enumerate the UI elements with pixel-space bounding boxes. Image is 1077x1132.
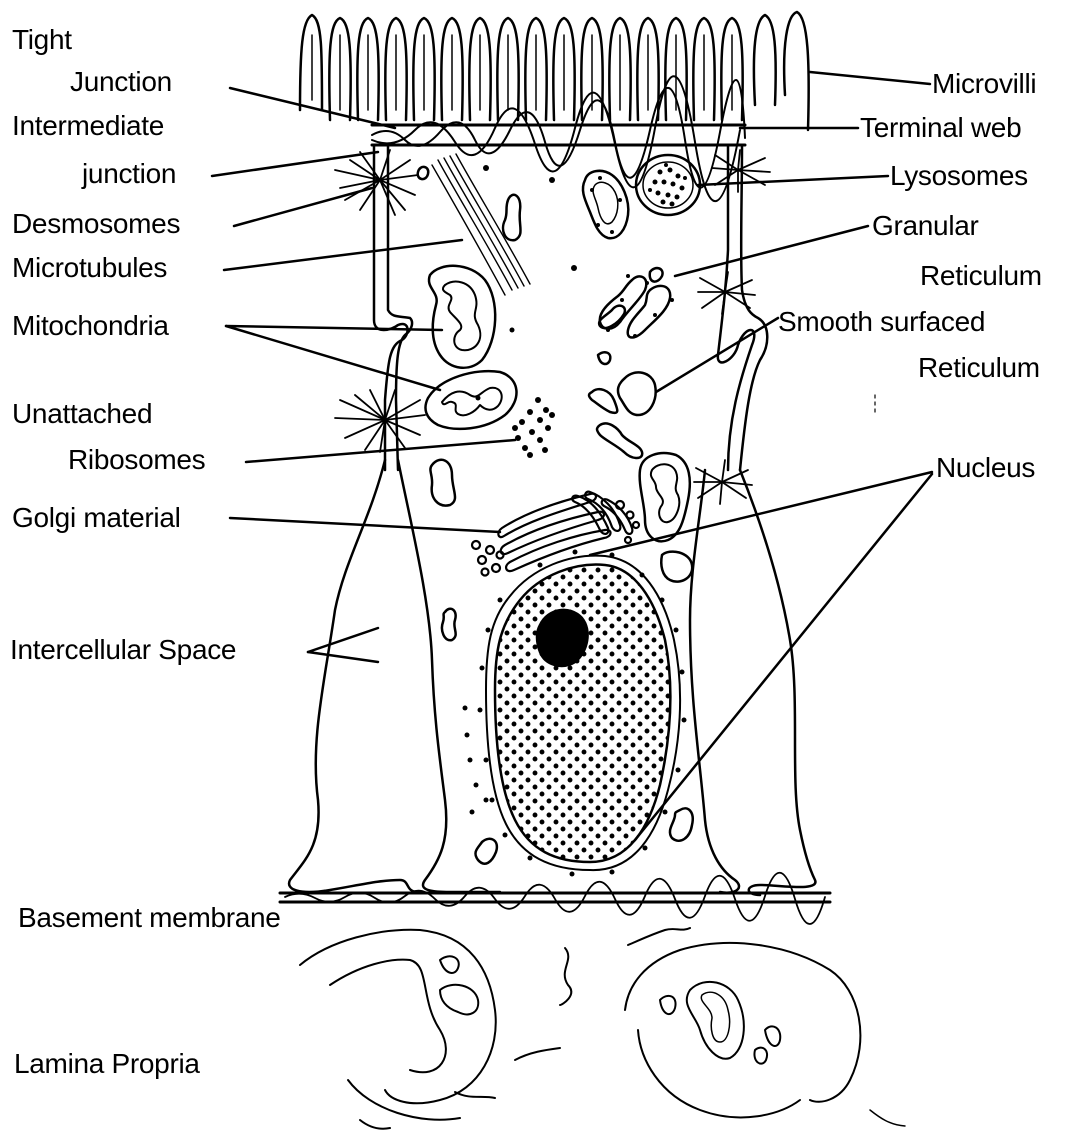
- leader-mitochondria-b: [226, 326, 440, 390]
- smooth-reticulum: [589, 352, 656, 458]
- leader-intercellular-a: [308, 628, 378, 652]
- label-microvilli: Microvilli: [932, 68, 1036, 100]
- label-nucleus: Nucleus: [936, 452, 1035, 484]
- leader-desmosomes: [234, 188, 372, 226]
- label-basement-membrane: Basement membrane: [18, 902, 281, 934]
- granular-reticulum: [599, 268, 674, 338]
- mitochondrion-lower: [425, 371, 516, 429]
- label-smooth-reticulum-line2: Reticulum: [918, 352, 1040, 384]
- label-tight-junction-line1: Tight: [12, 24, 72, 56]
- label-lamina-propria: Lamina Propria: [14, 1048, 200, 1080]
- desmosome-tufts: [335, 150, 770, 504]
- label-mitochondria: Mitochondria: [12, 310, 169, 342]
- microvilli-row: [300, 12, 809, 130]
- leader-intercellular-b: [308, 652, 378, 662]
- label-granular-reticulum-line2: Reticulum: [920, 260, 1042, 292]
- leader-smooth-reticulum: [656, 318, 778, 392]
- label-microtubules: Microtubules: [12, 252, 167, 284]
- terminal-web: [372, 76, 745, 201]
- label-intercellular-space: Intercellular Space: [10, 634, 236, 666]
- label-lysosomes: Lysosomes: [890, 160, 1028, 192]
- label-golgi-material: Golgi material: [12, 502, 181, 534]
- nucleus: [478, 550, 687, 877]
- leader-microtubules: [224, 240, 462, 270]
- mitochondrion-right: [640, 453, 690, 541]
- lamina-propria: [300, 928, 905, 1129]
- leader-granular-reticulum: [675, 226, 868, 276]
- label-tight-junction-line2: Junction: [70, 66, 172, 98]
- basement-membrane: [280, 873, 830, 924]
- microtubules: [432, 154, 530, 295]
- mitochondrion-upper: [429, 266, 495, 368]
- label-intermediate-junction-line1: Intermediate: [12, 110, 164, 142]
- leader-microvilli: [810, 72, 930, 84]
- label-granular-reticulum-line1: Granular: [872, 210, 979, 242]
- label-unattached-ribosomes-line1: Unattached: [12, 398, 152, 430]
- label-intermediate-junction-line2: junction: [82, 158, 176, 190]
- leader-intermediate-junction: [212, 152, 378, 176]
- label-smooth-reticulum-line1: Smooth surfaced: [778, 306, 985, 338]
- right-cell-membrane: [690, 145, 815, 895]
- label-terminal-web: Terminal web: [860, 112, 1021, 144]
- label-desmosomes: Desmosomes: [12, 208, 180, 240]
- label-unattached-ribosomes-line2: Ribosomes: [68, 444, 205, 476]
- lysosomes: [583, 155, 700, 238]
